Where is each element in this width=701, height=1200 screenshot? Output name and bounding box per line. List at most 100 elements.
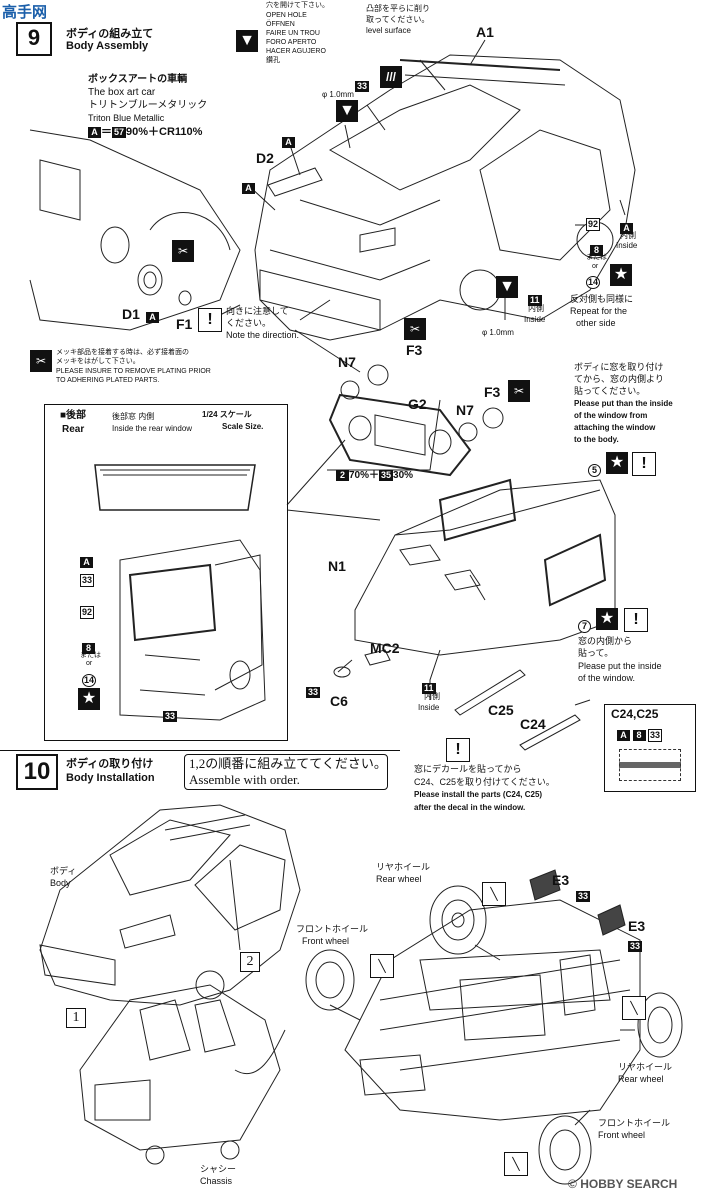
box-art-color-en: Triton Blue Metallic [88, 113, 165, 123]
part-e3b-label: E3 [628, 918, 646, 934]
drill-hole-icon: ▼ [236, 30, 258, 52]
window-note-jp1: ボディに窓を取り付け [574, 362, 664, 372]
e3a-marker-33: 33 [576, 891, 591, 902]
front-wheel-left-en: Front wheel [302, 936, 350, 946]
open-hole-line-6: 鑽孔 [266, 57, 280, 64]
level-surface-jp1: 凸部を平らに削り [366, 4, 430, 13]
decal-note-jp1: 窓にデカールを貼ってから [414, 764, 522, 774]
rear-marker-92: 92 [80, 606, 95, 619]
part-f1-label: F1 [176, 316, 193, 332]
marker-a-right: A [620, 218, 633, 236]
plating-jp1: メッキ部品を接着する時は、必ず接着面の [56, 349, 189, 356]
marker-a-3: A [146, 307, 159, 325]
rear-scale-jp: 1/24 スケール [202, 410, 252, 419]
chassis-label-en: Chassis [200, 1176, 233, 1186]
level-surface-en: level surface [366, 26, 411, 35]
marker-a-2: A [242, 178, 255, 196]
inside-mid-en: Inside [524, 315, 546, 324]
level-surface-jp2: 取ってください。 [366, 15, 430, 24]
inside-bottom-en: Inside [418, 703, 440, 712]
marker-33-top: 33 [355, 81, 370, 92]
window-note-en3: attaching the window [574, 423, 656, 432]
step9-title-en: Body Assembly [66, 40, 149, 52]
c24-c25-title: C24,C25 [611, 707, 659, 721]
decal-note-en1: Please install the parts (C24, C25) [414, 790, 543, 799]
part-c6-label: C6 [330, 693, 348, 709]
no-glue-icon-3: ╲ [622, 996, 646, 1020]
inside-right-jp: 内側 [620, 231, 636, 240]
glue-icon-1: ✂ [172, 240, 194, 262]
footer-watermark: © HOBBY SEARCH [568, 1177, 677, 1192]
e3b-marker-33: 33 [628, 941, 643, 952]
no-glue-icon-1: ╲ [482, 882, 506, 906]
marker-8-top: 8 [590, 240, 603, 258]
inside-mid-jp: 内側 [528, 304, 544, 313]
part-d1-label: D1 [122, 306, 140, 322]
or-en-2: or [86, 660, 93, 667]
marker-11-mid: 11 [528, 295, 542, 306]
no-glue-icon-4: ╲ [504, 1152, 528, 1176]
open-hole-line-4: FORO APERTO [266, 39, 317, 46]
step10-title-en: Body Installation [66, 772, 155, 784]
body-label-jp: ボディ [50, 866, 77, 876]
step-mark-1: 1 [66, 1008, 86, 1028]
drill-icon-3: ▼ [496, 276, 518, 298]
window-note-en4: to the body. [574, 435, 619, 444]
direction-jp2: ください。 [226, 318, 272, 328]
formula-rest: 90%＋CR110% [126, 126, 203, 138]
open-hole-line-5: HACER AGUJERO [266, 48, 326, 55]
rear-marker-33b: 33 [163, 711, 178, 722]
star-icon-1: ★ [610, 264, 632, 286]
phi-2: φ 1.0mm [482, 328, 514, 337]
inside-bottom-jp: 内側 [424, 692, 440, 701]
drill-icon-2: ▼ [336, 100, 358, 122]
marker-5: 5 [588, 460, 601, 478]
chassis-label-jp: シャシー [200, 1164, 237, 1174]
rear-wheel-top-en: Rear wheel [376, 874, 422, 884]
plating-en1: PLEASE INSURE TO REMOVE PLATING PRIOR [56, 368, 211, 375]
plating-jp2: メッキをはがして下さい。 [56, 358, 140, 365]
part-g2-label: G2 [408, 396, 427, 412]
direction-jp1: 向きに注意して [226, 306, 289, 316]
box-art-color-jp: トリトンブルーメタリック [88, 100, 208, 111]
window-note-jp3: 貼ってください。 [574, 386, 646, 396]
rear-marker-a: A [80, 552, 93, 570]
marker-a-1: A [282, 132, 295, 150]
window-inside-jp1: 窓の内側から [578, 636, 633, 646]
c24-c25-markers: A 8 33 [617, 729, 663, 742]
star-icon-2: ★ [606, 452, 628, 474]
rear-scale-en: Scale Size. [222, 422, 264, 431]
rear-marker-14: 14 [82, 674, 97, 687]
plating-en2: TO ADHERING PLATED PARTS. [56, 377, 160, 384]
paint-57-marker: 57 [112, 127, 127, 138]
part-a1-label: A1 [476, 24, 494, 40]
decal-icon-1: ! [632, 452, 656, 476]
or-jp-1: または [586, 254, 607, 261]
box-art-title-en: The box art car [88, 87, 156, 98]
glue-icon-3: ✂ [508, 380, 530, 402]
plating-icon: ✂ [30, 350, 52, 372]
decal-note-jp2: C24、C25を取り付けてください。 [414, 777, 555, 787]
part-mc2-label: MC2 [370, 640, 400, 656]
rear-marker-8: 8 [82, 638, 95, 656]
repeat-jp: 反対側も同様に [570, 294, 634, 304]
c24-c25-box: C24,C25 A 8 33 [604, 704, 696, 792]
repeat-en1: Repeat for the [570, 306, 628, 316]
glue-icon-2: ✂ [404, 318, 426, 340]
order-en: Assemble with order. [189, 772, 300, 787]
part-n7a-label: N7 [338, 354, 356, 370]
rear-title-jp: ■後部 [60, 410, 87, 421]
open-hole-line-1: OPEN HOLE [266, 12, 307, 19]
paint-a-marker: A [88, 127, 101, 138]
open-hole-line-2: ÖFFNEN [266, 21, 295, 28]
rear-wheel-right-jp: リヤホイール [618, 1062, 673, 1072]
front-wheel-left-jp: フロントホイール [296, 924, 369, 934]
step9-number: 9 [16, 22, 52, 56]
part-d2-label: D2 [256, 150, 274, 166]
star-icon-3: ★ [78, 688, 100, 710]
part-c25-label: C25 [488, 702, 514, 718]
copyright-mark: © [568, 1177, 577, 1191]
window-note-jp2: てから、窓の内側より [574, 374, 664, 384]
